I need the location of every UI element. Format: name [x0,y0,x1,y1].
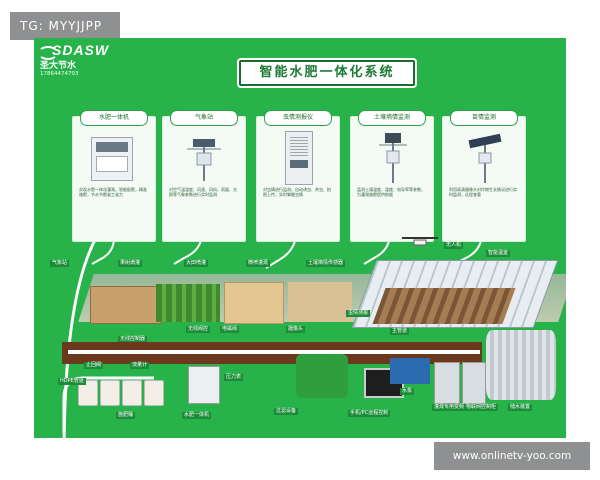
card-label-pest: 虫情测报仪 [264,110,332,126]
weather-station-icon [187,139,221,181]
fertigation-machine [188,366,220,404]
label-flow: 流量计 [130,362,150,369]
label-controller: 无线控制器 [118,336,148,343]
fertigation-machine-icon [91,137,133,181]
label-pipe: 主管道 [390,328,410,335]
page-title-text: 智能水肥一体化系统 [259,65,395,80]
telegram-badge: TG: MYYJJPP [10,12,120,40]
sandy-plot [224,282,284,324]
logo-text: SDASW [52,42,110,58]
card-label-crop: 苗情监测 [450,110,518,126]
card-label-fertigation: 水肥一体机 [80,110,148,126]
label-sprinkler: 电磁阀 [220,326,240,333]
label-drone: 无人机 [444,242,464,249]
label-pest: 虫情测报 [346,310,371,317]
label-soil-sensor: 土壤墒情传感器 [306,260,346,267]
label-field: 大田喷灌 [184,260,209,267]
label-smart-greenhouse: 智能温室 [486,250,511,257]
vegetable-plot [288,282,352,322]
label-weather-station: 气象站 [50,260,70,267]
water-pump [390,358,430,384]
page-title: 智能水肥一体化系统 [239,60,415,86]
inverter-cabinet [434,362,460,404]
fertilizer-tanks [78,374,168,408]
drone-icon [402,237,438,246]
label-pump: 水泵 [400,388,415,395]
website-badge: www.onlinetv-yoo.com [434,442,590,470]
label-inverter: 灌溉专用变频柜 [432,404,472,411]
card-weather: 对空气温湿度、风速、风向、雨量、光照等气象参数进行实时监测 [162,116,246,242]
field-plot [156,284,220,322]
label-h-valve: HDPE管道 [58,378,86,385]
logo-icon [38,46,58,60]
label-greenhouse-crop: 微喷灌溉 [246,260,271,267]
card-fertigation: 实现水肥一体化灌溉，智能配肥，精准施肥，节水节肥省工省力 [72,116,156,242]
label-pressure: 压力表 [224,374,244,381]
orchard-plot [90,286,162,324]
label-remote: 手机/PC远程控制 [348,410,391,417]
soil-sensor-icon [379,133,407,183]
pest-monitor-icon [285,131,313,185]
card-text: 监测土壤温度、湿度、电导率等参数，为灌溉施肥提供依据 [357,187,425,197]
card-text: 利用高清摄像头对作物生长情况进行实时监测，远程查看 [449,187,517,197]
label-machine: 水肥一体机 [182,412,212,419]
label-orchard: 果树滴灌 [118,260,143,267]
card-label-soil: 土壤墒情监测 [358,110,426,126]
label-iot: 物联网控制柜 [464,404,499,411]
card-text: 对虫情进行监测，自动诱虫、杀虫、拍照上传，实时掌握虫情 [263,187,331,197]
card-text: 实现水肥一体化灌溉，智能配肥，精准施肥，节水节肥省工省力 [79,187,147,197]
crop-camera-icon [468,133,502,183]
label-filter: 过滤设备 [274,408,299,415]
greenhouse-soil [372,288,516,324]
brand-phone: 17864474793 [40,71,79,77]
card-crop: 利用高清摄像头对作物生长情况进行实时监测，远程查看 [442,116,526,242]
iot-cabinet [462,362,486,404]
reservoir-tank [486,330,556,400]
card-soil: 监测土壤温度、湿度、电导率等参数，为灌溉施肥提供依据 [350,116,434,242]
brand-name: 圣大节水 [40,61,77,71]
card-text: 对空气温湿度、风速、风向、雨量、光照等气象参数进行实时监测 [169,187,237,197]
label-fert-tank: 施肥桶 [116,412,136,419]
main-pipe [68,350,480,354]
label-solenoid: 无线阀控 [186,326,211,333]
filter-equipment [296,354,348,398]
card-label-weather: 气象站 [170,110,238,126]
label-camera: 摄像头 [286,326,306,333]
system-poster: SDASW 圣大节水 17864474793 智能水肥一体化系统 实现水肥一体化… [34,38,566,438]
label-reservoir: 储水装置 [508,404,533,411]
card-pest: 对虫情进行监测，自动诱虫、杀虫、拍照上传，实时掌握虫情 [256,116,340,242]
label-check-valve: 止回阀 [84,362,104,369]
